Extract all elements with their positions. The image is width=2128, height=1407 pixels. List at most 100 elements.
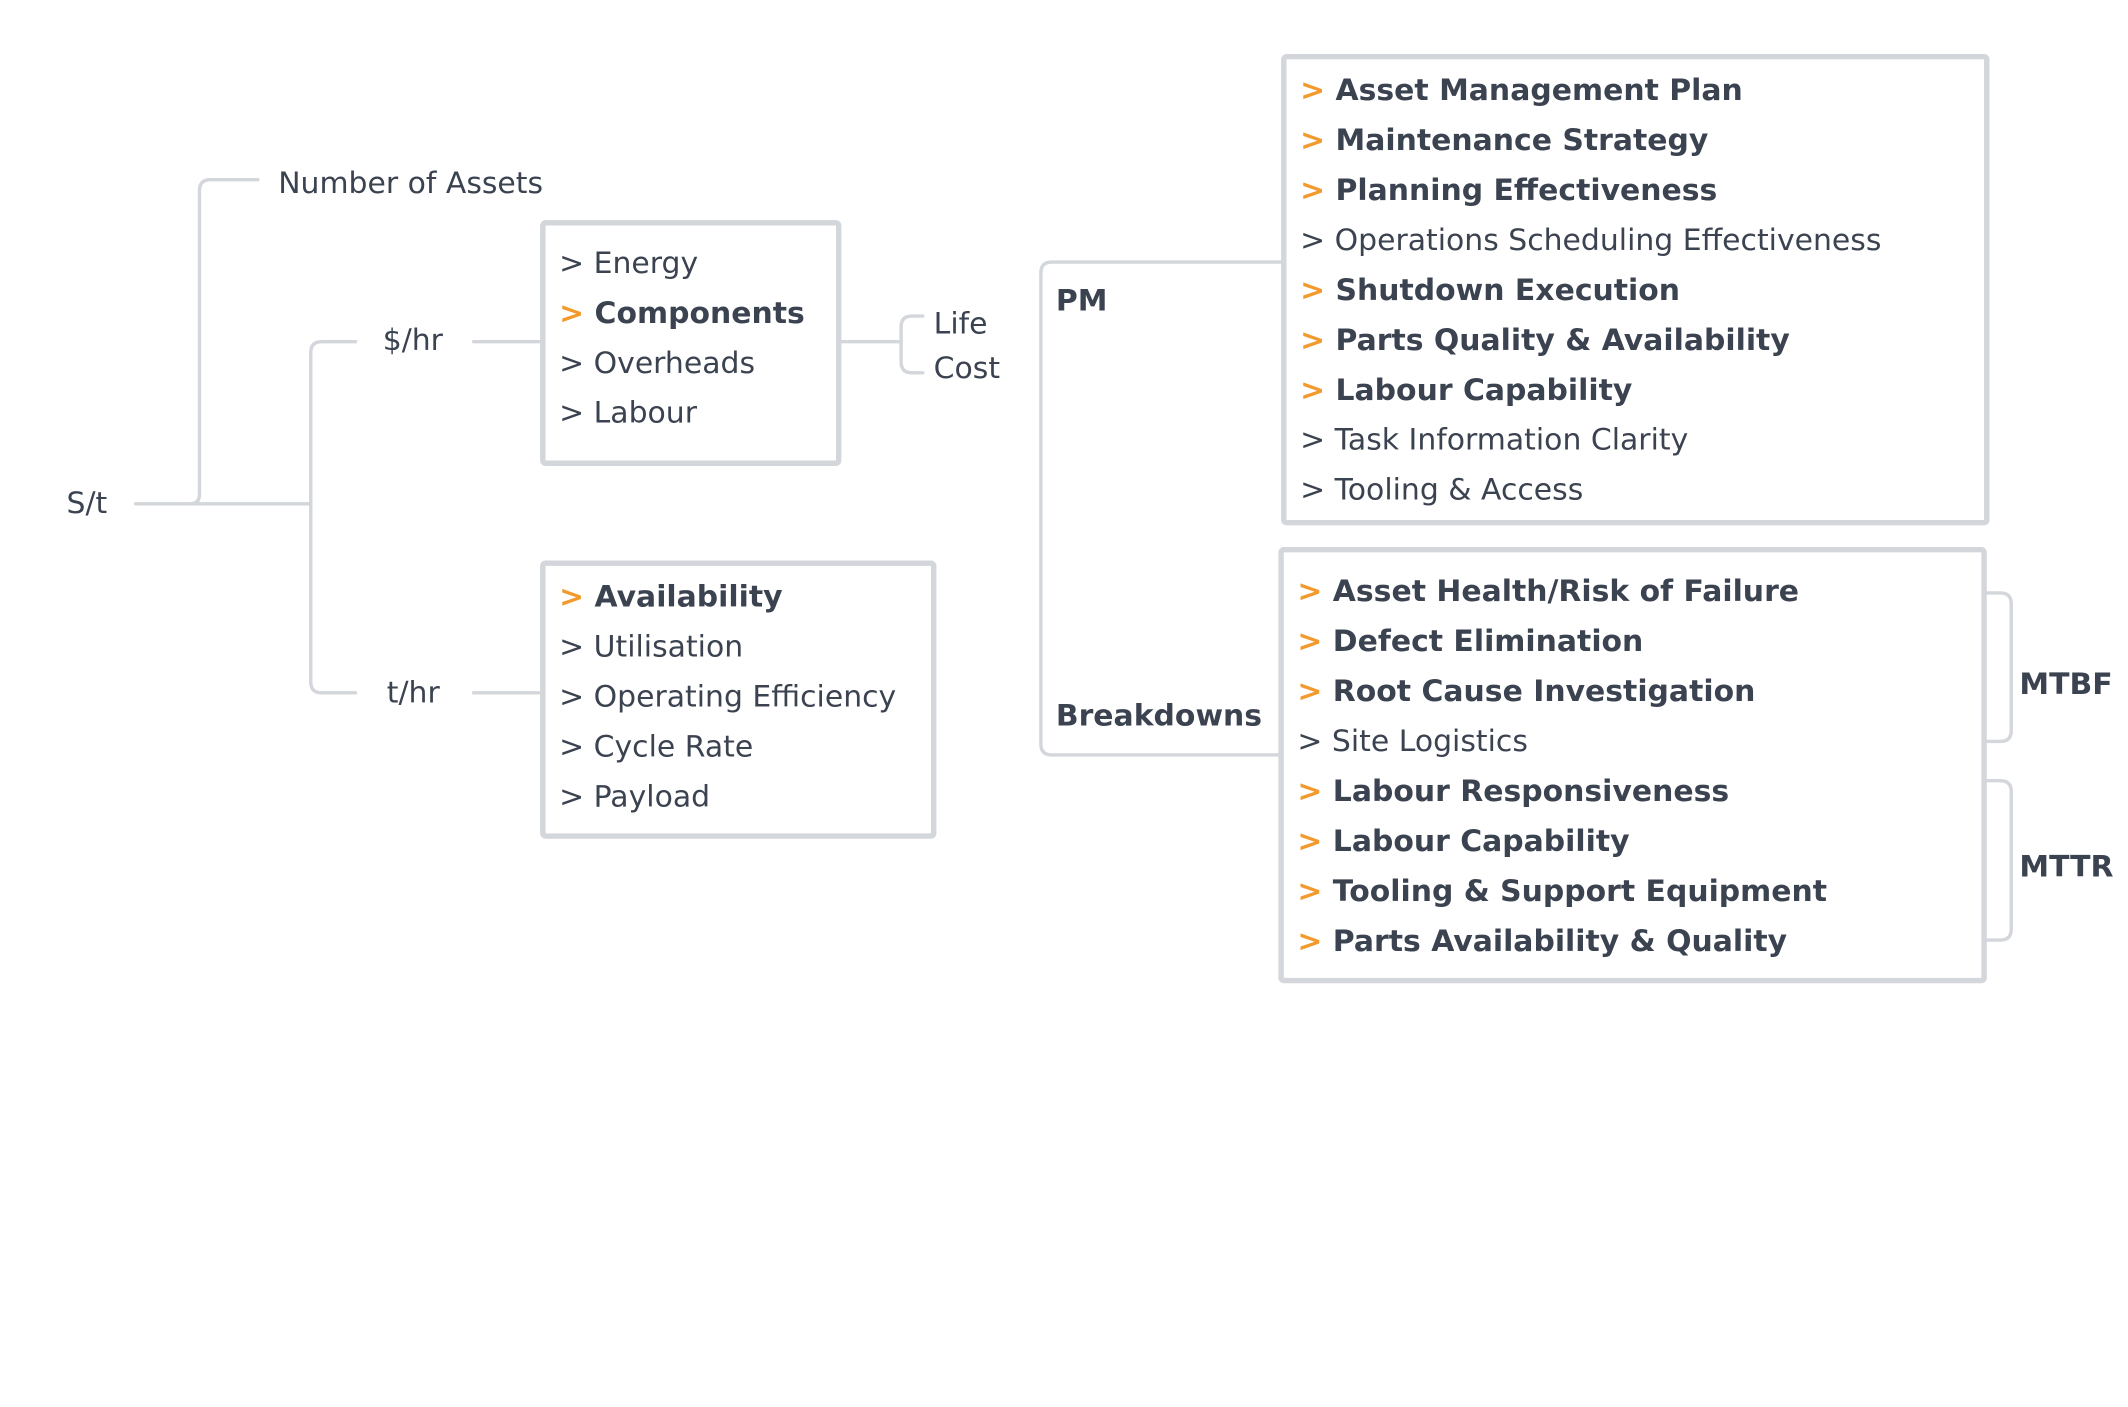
chevron-right-icon: > [1297, 875, 1333, 909]
breakdown-driver-item: > Labour Capability [1297, 825, 1630, 859]
chevron-right-icon: > [1297, 725, 1332, 760]
life-cost-label-line1: Life [933, 307, 988, 342]
rate-driver-item: > Payload [559, 783, 710, 813]
connector-number-of-assets [188, 177, 260, 506]
chevron-right-icon: > [559, 397, 594, 431]
chevron-right-icon: > [1300, 424, 1335, 458]
pm-driver-item: > Planning Effectiveness [1300, 174, 1718, 208]
chevron-right-icon: > [1300, 124, 1336, 159]
pm-driver-item: > Tooling & Access [1300, 474, 1584, 508]
pm-driver-item-label: Operations Scheduling Effectiveness [1334, 224, 1882, 258]
rate-driver-item-label: Availability [594, 580, 783, 615]
chevron-right-icon: > [559, 297, 595, 331]
chevron-right-icon: > [1297, 675, 1333, 710]
breakdown-driver-item: > Labour Responsiveness [1297, 775, 1730, 810]
chevron-right-icon: > [559, 780, 594, 815]
connector-cost-rate [309, 340, 358, 695]
chevron-right-icon: > [1297, 775, 1333, 810]
breakdown-driver-item-label: Parts Availability & Quality [1332, 925, 1788, 959]
pm-driver-item-label: Shutdown Execution [1335, 274, 1681, 308]
cost-rate-label: $/hr [382, 324, 443, 358]
cost-driver-item-label: Overheads [593, 347, 756, 381]
pm-driver-item: > Asset Management Plan [1300, 74, 1743, 109]
rate-driver-box: > Availability> Utilisation> Operating E… [540, 560, 937, 839]
mtbf-label: MTBF [2019, 668, 2113, 703]
chevron-right-icon: > [559, 580, 595, 615]
cost-driver-item: > Overheads [559, 347, 756, 381]
pm-driver-item: > Operations Scheduling Effectiveness [1300, 224, 1882, 258]
breakdown-driver-item-label: Site Logistics [1331, 725, 1528, 760]
cost-driver-item: > Components [559, 297, 805, 331]
connector-mtbf-bracket [1985, 591, 2013, 744]
chevron-right-icon: > [1300, 74, 1336, 109]
chevron-right-icon: > [1297, 625, 1333, 660]
breakdown-driver-item: > Asset Health/Risk of Failure [1297, 575, 1800, 610]
throughput-rate-label: t/hr [386, 676, 440, 711]
pm-driver-item: > Maintenance Strategy [1300, 124, 1709, 159]
connector-lines [134, 177, 2013, 942]
chevron-right-icon: > [1300, 274, 1336, 308]
rate-driver-item-label: Payload [593, 780, 711, 815]
cost-driver-item-label: Components [594, 297, 805, 331]
pm-driver-item-label: Parts Quality & Availability [1335, 324, 1790, 358]
root-label: S/t [66, 487, 108, 522]
chevron-right-icon: > [1297, 825, 1333, 859]
breakdown-driver-box: > Asset Health/Risk of Failure> Defect E… [1278, 546, 1987, 984]
number-of-assets-label: Number of Assets [278, 167, 544, 202]
rate-driver-item-label: Cycle Rate [593, 730, 754, 765]
pm-label: PM [1055, 284, 1108, 319]
breakdown-driver-item-label: Labour Capability [1332, 825, 1630, 859]
chevron-right-icon: > [559, 680, 594, 715]
pm-driver-item-label: Tooling & Access [1334, 474, 1584, 508]
pm-driver-item-label: Planning Effectiveness [1335, 174, 1718, 208]
cost-driver-item: > Labour [559, 397, 697, 431]
chevron-right-icon: > [559, 630, 594, 665]
cost-driver-item: > Energy [559, 247, 699, 281]
chevron-right-icon: > [559, 247, 594, 281]
rate-driver-item-label: Operating Efficiency [593, 680, 897, 715]
cost-driver-item-label: Labour [593, 397, 697, 431]
breakdowns-label: Breakdowns [1055, 699, 1263, 734]
chevron-right-icon: > [1300, 174, 1336, 208]
breakdown-driver-item-label: Tooling & Support Equipment [1332, 875, 1828, 909]
chevron-right-icon: > [1300, 374, 1336, 408]
cost-driver-box: > Energy> Components> Overheads> Labour [540, 220, 842, 466]
chevron-right-icon: > [559, 730, 594, 765]
pm-driver-item-label: Task Information Clarity [1334, 424, 1689, 458]
breakdown-driver-item-label: Labour Responsiveness [1332, 775, 1730, 810]
pm-driver-item-label: Maintenance Strategy [1335, 124, 1709, 159]
pm-driver-item-label: Asset Management Plan [1335, 74, 1743, 109]
chevron-right-icon: > [1300, 224, 1335, 258]
pm-driver-item: > Task Information Clarity [1300, 424, 1689, 458]
breakdown-driver-item: > Defect Elimination [1297, 625, 1644, 660]
chevron-right-icon: > [1297, 925, 1333, 959]
rate-driver-item: > Availability [559, 583, 782, 613]
breakdown-driver-item: > Parts Availability & Quality [1297, 925, 1788, 959]
breakdown-driver-item-label: Defect Elimination [1332, 625, 1644, 660]
breakdown-driver-item: > Root Cause Investigation [1297, 675, 1756, 710]
rate-driver-item: > Utilisation [559, 633, 743, 663]
cost-driver-item-label: Energy [593, 247, 699, 281]
mttr-label: MTTR [2019, 850, 2114, 885]
pm-driver-item: > Parts Quality & Availability [1300, 324, 1790, 358]
connector-life-cost-bracket [899, 314, 925, 375]
chevron-right-icon: > [1297, 575, 1333, 610]
chevron-right-icon: > [1300, 324, 1336, 358]
pm-driver-box: > Asset Management Plan> Maintenance Str… [1281, 54, 1990, 526]
connector-pm-breakdowns [1039, 260, 1285, 757]
pm-driver-item: > Labour Capability [1300, 374, 1633, 408]
pm-driver-item-label: Labour Capability [1335, 374, 1633, 408]
chevron-right-icon: > [559, 347, 594, 381]
pm-driver-item: > Shutdown Execution [1300, 274, 1681, 308]
chevron-right-icon: > [1300, 474, 1335, 508]
breakdown-driver-item: > Tooling & Support Equipment [1297, 875, 1828, 909]
life-cost-label-line2: Cost [933, 352, 1001, 387]
breakdown-driver-item-label: Root Cause Investigation [1332, 675, 1756, 710]
breakdown-driver-item-label: Asset Health/Risk of Failure [1332, 575, 1800, 610]
rate-driver-item: > Cycle Rate [559, 733, 753, 763]
rate-driver-item-label: Utilisation [593, 630, 744, 665]
connector-mttr-bracket [1985, 778, 2013, 942]
breakdown-driver-item: > Site Logistics [1297, 725, 1528, 760]
rate-driver-item: > Operating Efficiency [559, 683, 896, 713]
